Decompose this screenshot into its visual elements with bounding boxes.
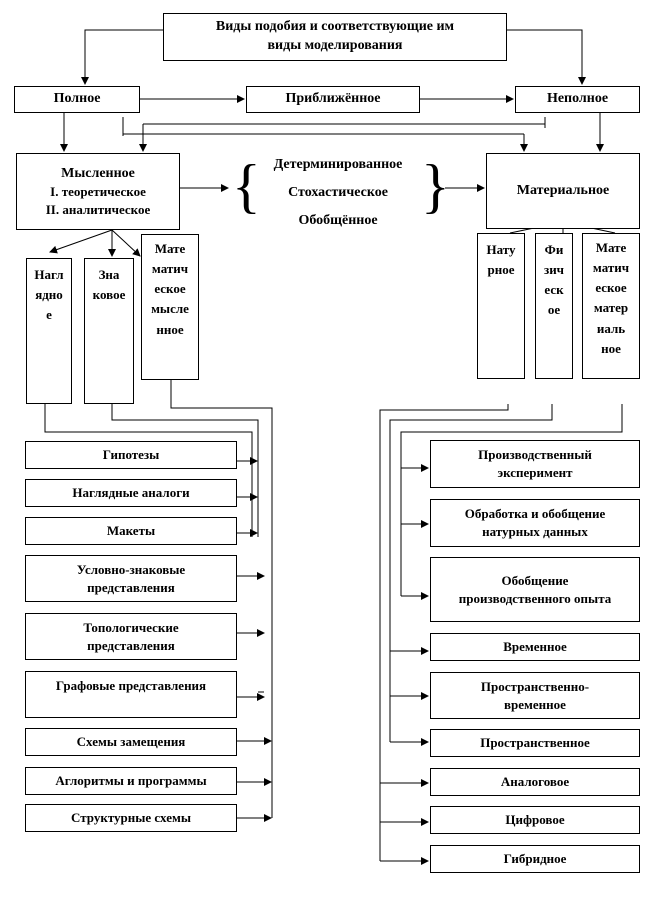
sign-modeling: Зна ковое [84, 258, 134, 404]
full-similarity: Полное [14, 86, 140, 113]
left-item-equivalent-circuits: Схемы замещения [25, 728, 237, 756]
mental-line-2: II. аналитическое [45, 201, 151, 217]
kind-determined: Детерминированное [273, 157, 403, 172]
math-mental-modeling: Мате матич еское мысле нное [141, 234, 199, 380]
right-item-spatio-temporal: Пространственно- временное [430, 672, 640, 719]
left-item-structural-schemes: Структурные схемы [25, 804, 237, 832]
left-item-visual-analogs: Наглядные аналоги [25, 479, 237, 507]
approximate-similarity: Приближённое [246, 86, 420, 113]
physical-modeling: Фи зич еск ое [535, 233, 573, 379]
mental-modeling: Мысленное I. теоретическое II. аналитиче… [16, 153, 180, 230]
left-item-topological-representations: Топологические представления [25, 613, 237, 660]
right-item-field-data-processing: Обработка и обобщение натурных данных [430, 499, 640, 547]
right-item-temporal: Временное [430, 633, 640, 661]
right-brace: } [421, 153, 450, 219]
left-item-sign-representations: Условно-знаковые представления [25, 555, 237, 602]
right-item-production-experiment: Производственный эксперимент [430, 440, 640, 488]
right-item-digital: Цифровое [430, 806, 640, 834]
diagram-title: Виды подобия и соответствующие им виды м… [163, 13, 507, 61]
right-item-hybrid: Гибридное [430, 845, 640, 873]
natural-modeling: Нату рное [477, 233, 525, 379]
visual-modeling: Нагл ядно е [26, 258, 72, 404]
left-item-algorithms: Аглоритмы и программы [25, 767, 237, 795]
kind-stochastic: Стохастическое [288, 185, 388, 200]
right-item-spatial: Пространственное [430, 729, 640, 757]
kind-generalized: Обобщённое [298, 213, 378, 228]
right-item-analog: Аналоговое [430, 768, 640, 796]
mental-line-1: I. теоретическое [50, 184, 146, 200]
left-item-mockups: Макеты [25, 517, 237, 545]
right-item-production-experience: Обобщение производственного опыта [430, 557, 640, 622]
math-material-modeling: Мате матич еское матер иаль ное [582, 233, 640, 379]
incomplete-similarity: Неполное [515, 86, 640, 113]
material-modeling: Материальное [486, 153, 640, 229]
left-item-hypotheses: Гипотезы [25, 441, 237, 469]
left-item-graph-representations: Графовые представления [25, 671, 237, 718]
mental-title: Мысленное [61, 165, 135, 181]
left-brace: { [232, 153, 261, 219]
